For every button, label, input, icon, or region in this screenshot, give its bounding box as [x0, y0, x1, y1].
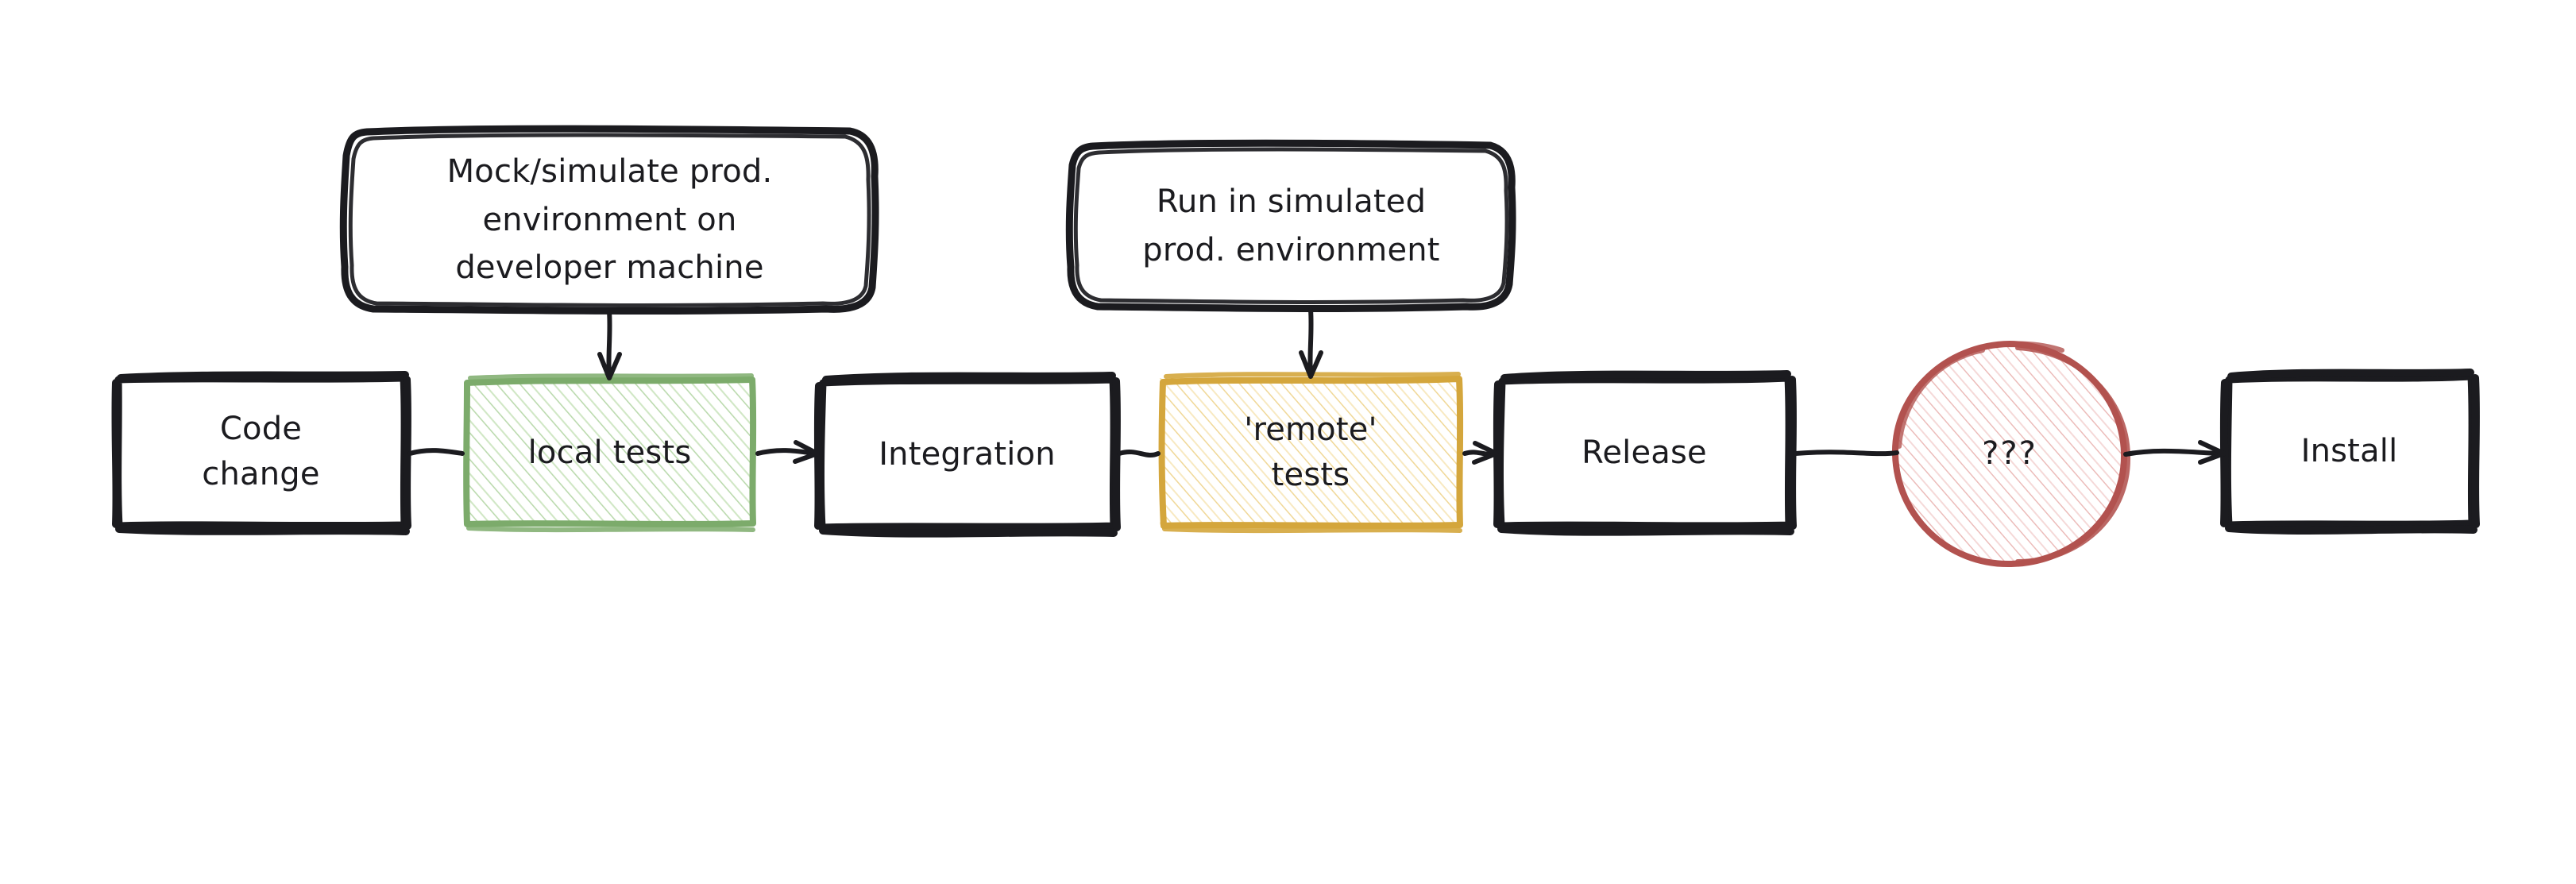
connector-code-change-to-local-tests	[407, 448, 465, 456]
connector-integration-to-remote-tests	[1117, 450, 1161, 457]
connector-local-tests-to-integration	[755, 440, 820, 464]
connector-callout-local-to-local-tests	[597, 309, 622, 380]
connector-release-to-unknown-step	[1793, 450, 1899, 457]
connector-remote-tests-to-release	[1462, 441, 1499, 465]
code-change-shape-overstroke	[111, 371, 411, 535]
integration-shape	[817, 376, 1118, 531]
code-change-shape	[114, 374, 408, 530]
connector-unknown-step-to-install	[2123, 440, 2226, 465]
local-tests-hachure	[465, 380, 755, 527]
integration-shape-overstroke	[813, 372, 1121, 538]
unknown-step-hachure	[1894, 343, 2125, 564]
callout-remote-shape	[1065, 139, 1516, 312]
release-shape	[1496, 374, 1793, 530]
connector-callout-remote-to-remote-tests	[1299, 307, 1323, 379]
callout-local-shape	[339, 125, 879, 315]
remote-tests-hachure	[1160, 378, 1462, 527]
release-shape-overstroke	[1493, 370, 1797, 536]
install-shape	[2223, 373, 2476, 529]
